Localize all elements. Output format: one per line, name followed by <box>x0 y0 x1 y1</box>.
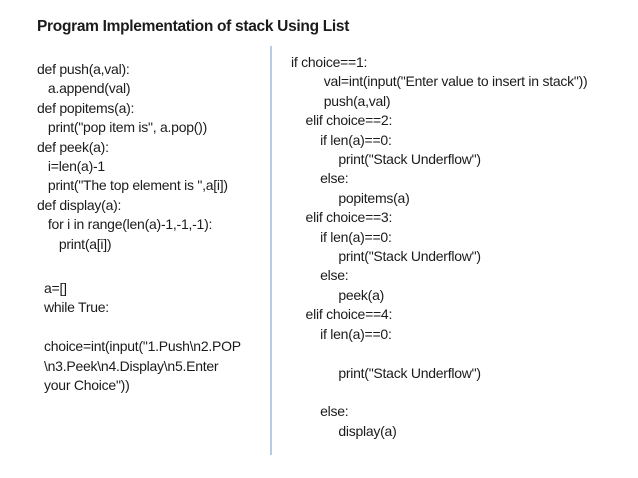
code-block-choice-branches: if choice==1: val=int(input("Enter value… <box>291 54 588 439</box>
vertical-divider <box>270 46 272 455</box>
code-block-main-loop: a=[] while True: choice=int(input("1.Pus… <box>44 280 241 394</box>
slide-title: Program Implementation of stack Using Li… <box>37 18 350 35</box>
code-block-stack-functions: def push(a,val): a.append(val) def popit… <box>37 61 228 252</box>
